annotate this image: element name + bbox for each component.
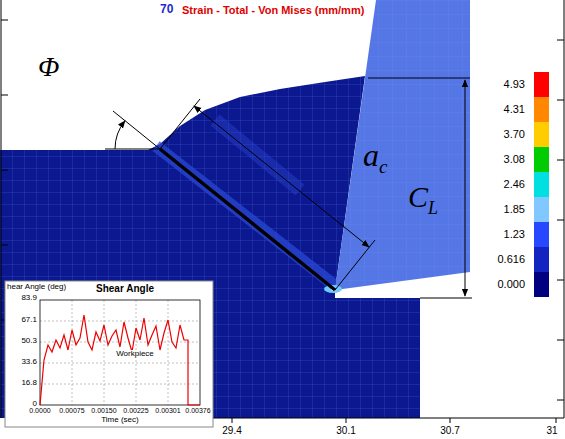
axis-title: hear Angle (deg) bbox=[7, 283, 66, 292]
legend-swatch bbox=[534, 72, 549, 97]
tick-label: 0.00150 bbox=[91, 407, 116, 415]
tick-label: 16.8 bbox=[21, 379, 37, 388]
angle-symbol: Φ bbox=[38, 52, 59, 83]
legend-swatch bbox=[534, 272, 549, 297]
legend-swatch bbox=[534, 247, 549, 272]
dimension-label: ac bbox=[363, 138, 388, 178]
cutting-tool bbox=[335, 0, 470, 290]
shear-extension bbox=[113, 111, 160, 149]
dimension-line bbox=[465, 80, 466, 296]
series-label: Workpiece bbox=[114, 350, 156, 359]
legend-value: 2.46 bbox=[503, 178, 526, 190]
axis-title: Time (sec) bbox=[101, 416, 138, 425]
legend-swatch bbox=[534, 122, 549, 147]
tick-label: 50.3 bbox=[21, 337, 37, 346]
legend-swatch bbox=[534, 197, 549, 222]
extension-line bbox=[420, 298, 472, 299]
tick-label: 0.00301 bbox=[155, 407, 180, 415]
symbol-main: C bbox=[408, 180, 428, 213]
legend-value: 0.616 bbox=[496, 253, 526, 265]
shear-angle-curve bbox=[40, 315, 200, 405]
legend-value: 1.85 bbox=[503, 203, 526, 215]
legend-value: 4.93 bbox=[503, 78, 526, 90]
legend-value: 4.31 bbox=[503, 103, 526, 115]
inset-plot-frame bbox=[40, 300, 200, 405]
reference-line bbox=[105, 149, 160, 150]
axis-number: 30.1 bbox=[336, 425, 355, 436]
legend-value: 1.23 bbox=[503, 228, 526, 240]
tick-label: 0.00075 bbox=[59, 407, 84, 415]
axis-number: 29.4 bbox=[222, 425, 241, 436]
tick-label: 33.6 bbox=[21, 358, 37, 367]
tick-label: 0.0000 bbox=[29, 407, 50, 415]
legend-value: 0.000 bbox=[496, 278, 526, 290]
frame-number: 70 bbox=[160, 3, 173, 16]
tick-label: 0.00225 bbox=[123, 407, 148, 415]
plot-title: Strain - Total - Von Mises (mm/mm) bbox=[182, 4, 364, 16]
symbol-subscript: c bbox=[379, 156, 388, 177]
symbol-subscript: L bbox=[428, 198, 438, 218]
tick-label: 0.00376 bbox=[185, 407, 210, 415]
tick-label: 83.9 bbox=[21, 294, 37, 303]
symbol-main: a bbox=[363, 137, 379, 173]
angle-arc bbox=[115, 121, 125, 149]
dimension-label: CL bbox=[408, 180, 438, 219]
inset-panel bbox=[5, 281, 213, 427]
tick-label: 67.1 bbox=[21, 316, 37, 325]
legend-swatch bbox=[534, 172, 549, 197]
axis-number: 31 bbox=[546, 425, 557, 436]
dimension-line bbox=[194, 106, 369, 247]
extension-line bbox=[368, 78, 470, 79]
legend-value: 3.70 bbox=[503, 128, 526, 140]
legend-value: 3.08 bbox=[503, 153, 526, 165]
axis-number: 30.7 bbox=[440, 425, 459, 436]
inset-grid bbox=[40, 300, 200, 405]
shear-plane bbox=[160, 149, 335, 290]
chart-title: Shear Angle bbox=[96, 283, 154, 294]
extension-line bbox=[335, 240, 375, 290]
legend-swatch bbox=[534, 97, 549, 122]
chip-strain-band bbox=[215, 120, 300, 190]
legend-swatch bbox=[534, 222, 549, 247]
legend-swatch bbox=[534, 147, 549, 172]
